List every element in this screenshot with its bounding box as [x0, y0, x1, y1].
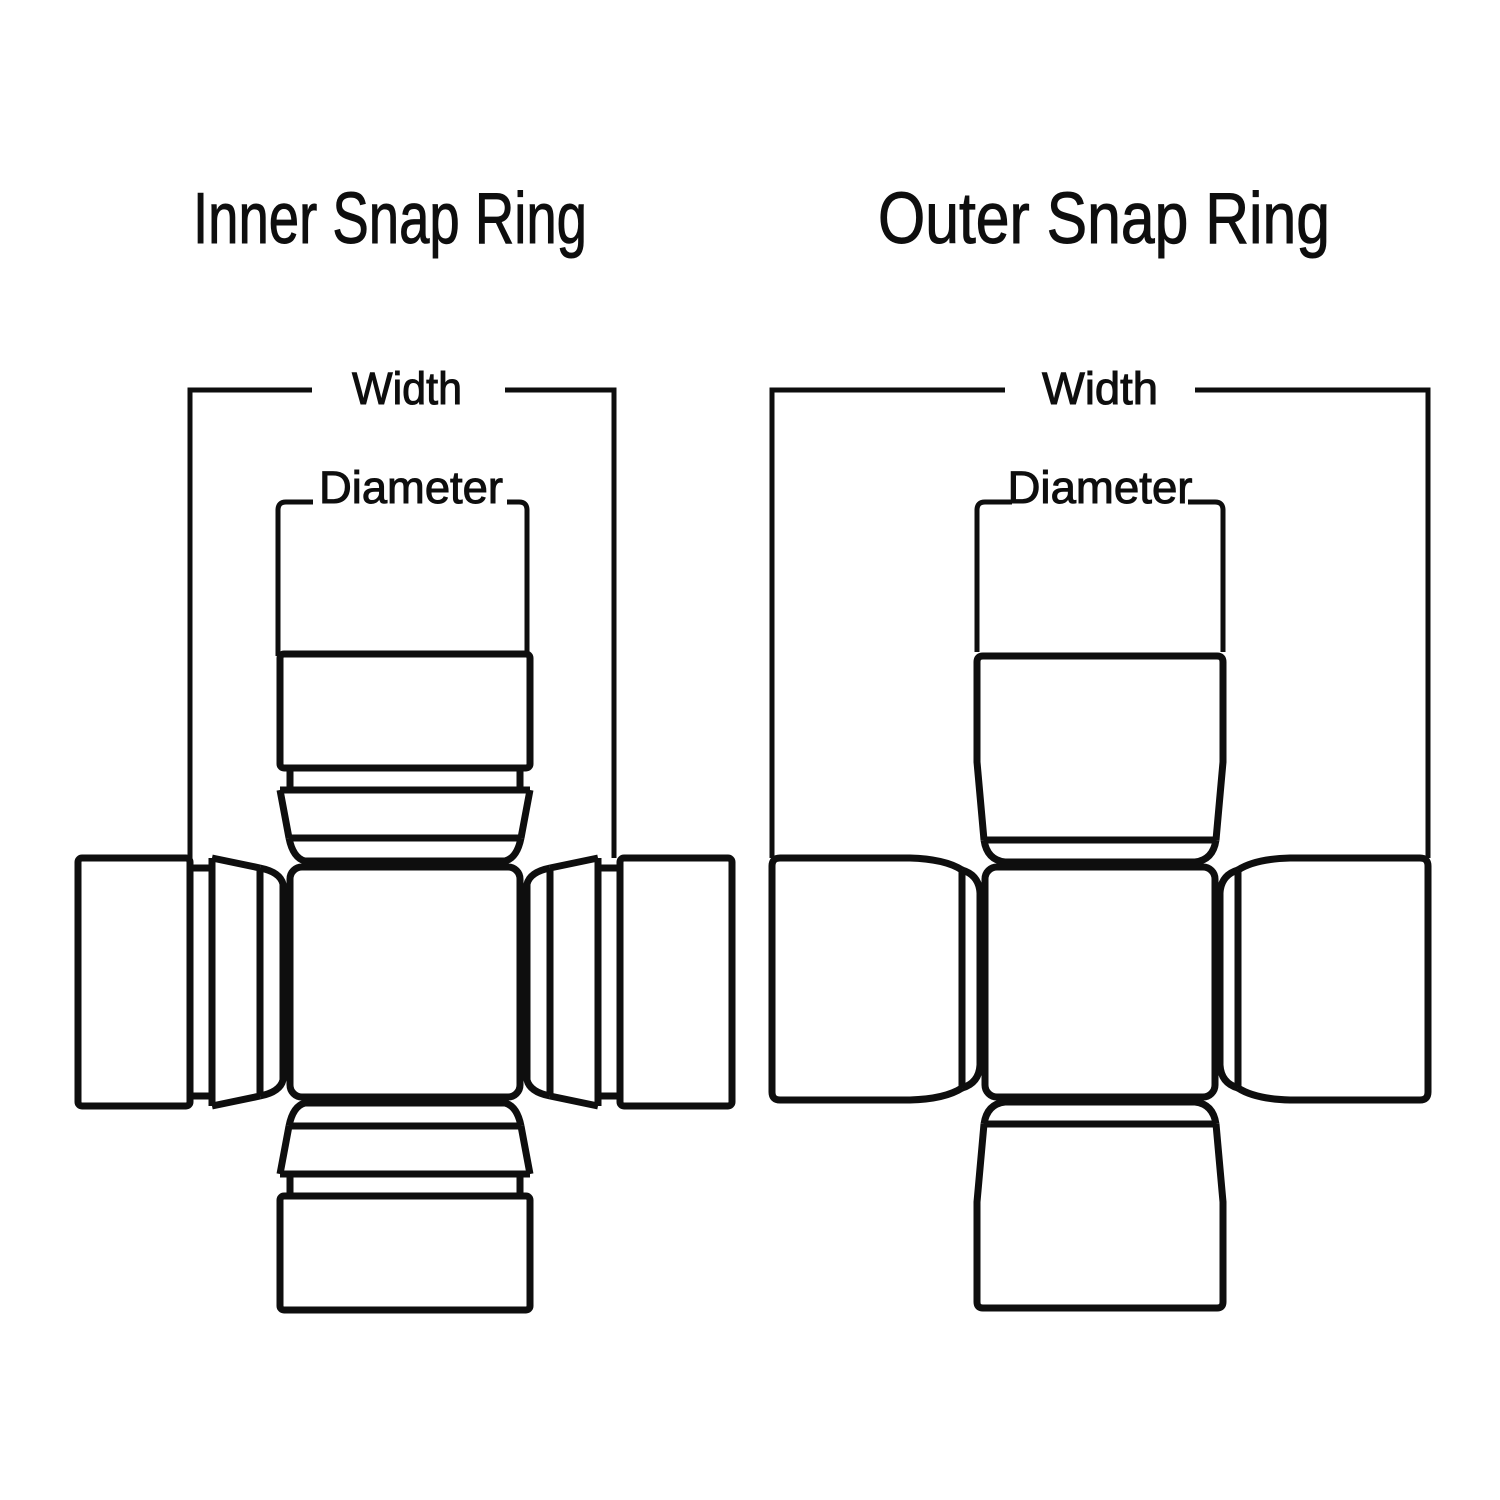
inner-bottom-cap-skirt — [285, 1099, 525, 1127]
outer-diagram-title: Outer Snap Ring — [878, 179, 1330, 259]
inner-right-cap-snap-ring-flange — [546, 854, 599, 1110]
inner-top-cap-cup — [276, 650, 534, 772]
outer-bottom-cap-skirt — [980, 1098, 1220, 1125]
inner-right-cap-skirt — [523, 864, 551, 1100]
inner-diameter-label: Diameter — [319, 462, 503, 513]
inner-diagram-title: Inner Snap Ring — [193, 179, 587, 259]
outer-right-cap-cup — [1236, 854, 1432, 1104]
inner-width-label: Width — [352, 363, 462, 414]
inner-bottom-cap-cup — [276, 1192, 534, 1314]
outer-top-cap-cup — [973, 652, 1227, 841]
outer-width-bracket — [769, 387, 1431, 858]
outer-left-cap-nose — [960, 866, 984, 1092]
inner-body — [286, 863, 524, 1101]
outer-diameter-label: Diameter — [1008, 462, 1193, 513]
inner-left-cap-skirt — [259, 864, 287, 1100]
inner-top-cap-groove — [280, 768, 530, 794]
outer-top-cap-skirt — [980, 839, 1220, 866]
outer-body — [981, 863, 1219, 1101]
outer-left-cap-cup — [768, 854, 964, 1104]
outer-bottom-cap-cup — [973, 1123, 1227, 1312]
inner-left-cap-snap-ring-flange — [211, 854, 264, 1110]
inner-bottom-cap-groove — [280, 1170, 530, 1196]
inner-width-bracket — [187, 387, 617, 858]
inner-left-cap-groove — [190, 858, 216, 1106]
outer-snap-ring-diagram: Outer Snap Ring Width Diameter — [768, 179, 1432, 1312]
inner-top-cap-snap-ring-flange — [276, 789, 534, 842]
outer-diameter-bracket — [974, 499, 1226, 652]
inner-top-cap-skirt — [285, 837, 525, 865]
inner-snap-ring-diagram: Inner Snap Ring Width Diameter — [74, 179, 736, 1314]
outer-right-cap-nose — [1216, 866, 1240, 1092]
inner-right-cap-groove — [594, 858, 620, 1106]
inner-left-cap-cup — [74, 854, 194, 1110]
inner-bottom-cap-snap-ring-flange — [276, 1122, 534, 1175]
inner-diameter-bracket — [275, 499, 530, 656]
outer-width-label: Width — [1042, 363, 1158, 414]
inner-right-cap-cup — [616, 854, 736, 1110]
